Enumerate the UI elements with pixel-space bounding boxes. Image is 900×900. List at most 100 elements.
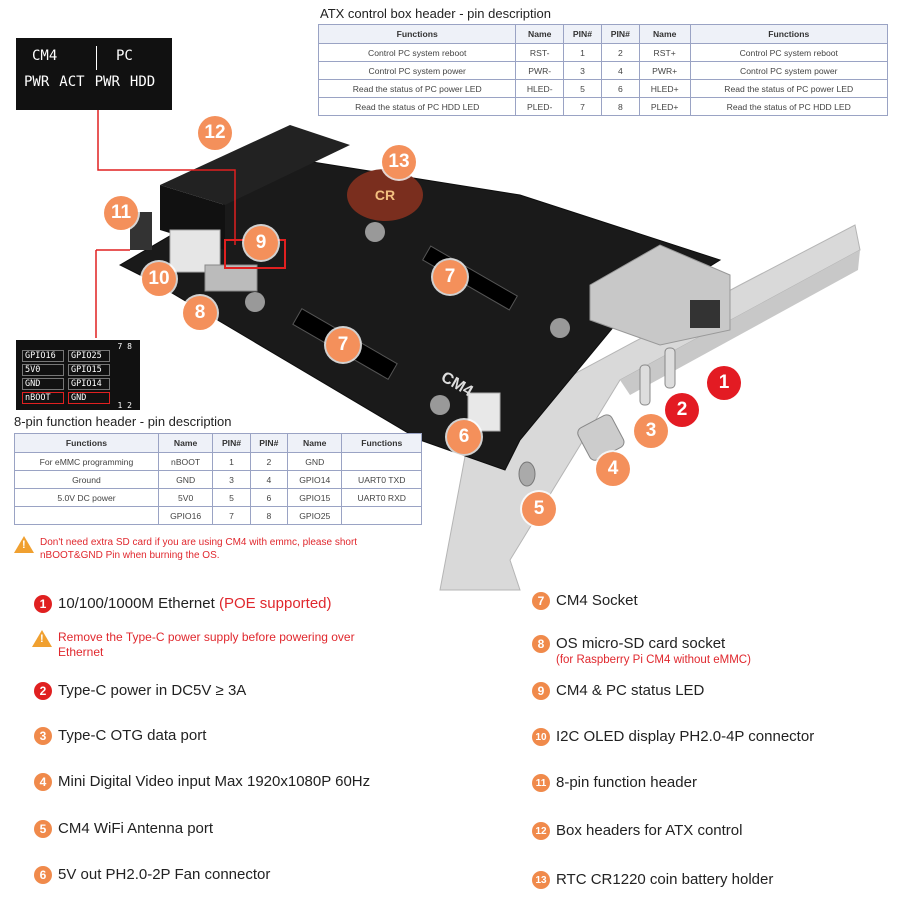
leader-line-led <box>97 80 236 245</box>
table-cell: For eMMC programming <box>14 452 159 471</box>
gpio-label: nBOOT <box>22 392 64 404</box>
legend-badge-1: 1 <box>34 595 52 613</box>
sd-card-socket <box>204 264 258 292</box>
gpio-row: GND GPIO14 <box>22 378 110 390</box>
gpio-label: GND <box>22 378 64 390</box>
column-header: Functions <box>14 433 159 453</box>
table-cell: GPIO16 <box>157 506 214 525</box>
table-cell: 8 <box>249 506 289 525</box>
table-cell: GPIO25 <box>287 506 343 525</box>
led-label: PWR <box>24 74 50 90</box>
column-header: Name <box>157 433 214 453</box>
table-cell: UART0 RXD <box>341 488 422 507</box>
table-cell: 2 <box>600 43 640 62</box>
gpio-label: GPIO25 <box>68 350 110 362</box>
table-cell: 3 <box>212 470 251 489</box>
pin8-table-title: 8-pin function header - pin description <box>14 414 232 429</box>
antenna-port <box>518 461 536 487</box>
table-cell <box>14 506 159 525</box>
table-cell: UART0 TXD <box>341 470 422 489</box>
emmc-warning: Don't need extra SD card if you are usin… <box>14 536 414 562</box>
table-cell: Ground <box>14 470 159 489</box>
column-header: Name <box>638 24 691 44</box>
table-cell: nBOOT <box>157 452 214 471</box>
table-cell: 5.0V DC power <box>14 488 159 507</box>
table-cell: GND <box>157 470 214 489</box>
emmc-warning-text: Don't need extra SD card if you are usin… <box>40 537 358 561</box>
column-header: Functions <box>317 24 517 44</box>
callout-13: 13 <box>382 145 416 179</box>
led-pc-label: PC <box>116 48 133 64</box>
table-cell: PLED- <box>515 97 565 116</box>
led-label: PWR <box>94 74 120 90</box>
table-cell: GPIO14 <box>287 470 343 489</box>
table-cell: 4 <box>249 470 289 489</box>
callout-4: 4 <box>596 452 630 486</box>
callout-2: 2 <box>665 393 699 427</box>
gpio-row: nBOOT GND <box>22 392 110 404</box>
typec-port-1 <box>664 347 676 389</box>
table-cell: 2 <box>249 452 289 471</box>
atx-table-title: ATX control box header - pin description <box>320 6 551 21</box>
gpio-label: 5V0 <box>22 364 64 376</box>
led-labels: PWR ACT PWR HDD <box>24 74 155 90</box>
column-header: Name <box>287 433 343 453</box>
column-header: Functions <box>341 433 422 453</box>
warning-icon <box>32 630 52 647</box>
warning-icon <box>14 536 34 553</box>
table-cell <box>341 452 422 471</box>
table-cell: 5V0 <box>157 488 214 507</box>
column-header: Name <box>515 24 565 44</box>
table-cell: 5 <box>212 488 251 507</box>
poe-warning-text: Remove the Type-C power supply before po… <box>58 630 355 659</box>
gpio-label: GPIO15 <box>68 364 110 376</box>
callout-10: 10 <box>142 262 176 296</box>
led-status-panel: CM4 PC PWR ACT PWR HDD <box>16 38 172 110</box>
callout-9: 9 <box>244 226 278 260</box>
column-header: PIN# <box>212 433 251 453</box>
gpio-label: GPIO14 <box>68 378 110 390</box>
table-cell: 8 <box>600 97 640 116</box>
column-header: PIN# <box>563 24 602 44</box>
callout-12: 12 <box>198 116 232 150</box>
box-header <box>160 125 350 205</box>
gpio-label: GND <box>68 392 110 404</box>
gpio-row: 5V0 GPIO15 <box>22 364 110 376</box>
rtc-mark: CR <box>375 187 395 203</box>
table-cell: GND <box>287 452 343 471</box>
callout-3: 3 <box>634 414 668 448</box>
led-label: ACT <box>59 74 85 90</box>
callout-5: 5 <box>522 492 556 526</box>
led-label: HDD <box>129 74 156 90</box>
rtc-holder <box>347 169 423 221</box>
led-cm4-label: CM4 <box>32 48 58 64</box>
table-cell: Read the status of PC HDD LED <box>689 97 889 116</box>
callout-1: 1 <box>707 366 741 400</box>
callout-7a: 7 <box>433 260 467 294</box>
column-header: Functions <box>689 24 889 44</box>
table-cell: 7 <box>212 506 251 525</box>
table-cell: 6 <box>249 488 289 507</box>
callout-7b: 7 <box>326 328 360 362</box>
callout-11: 11 <box>104 196 138 230</box>
column-header: PIN# <box>600 24 640 44</box>
